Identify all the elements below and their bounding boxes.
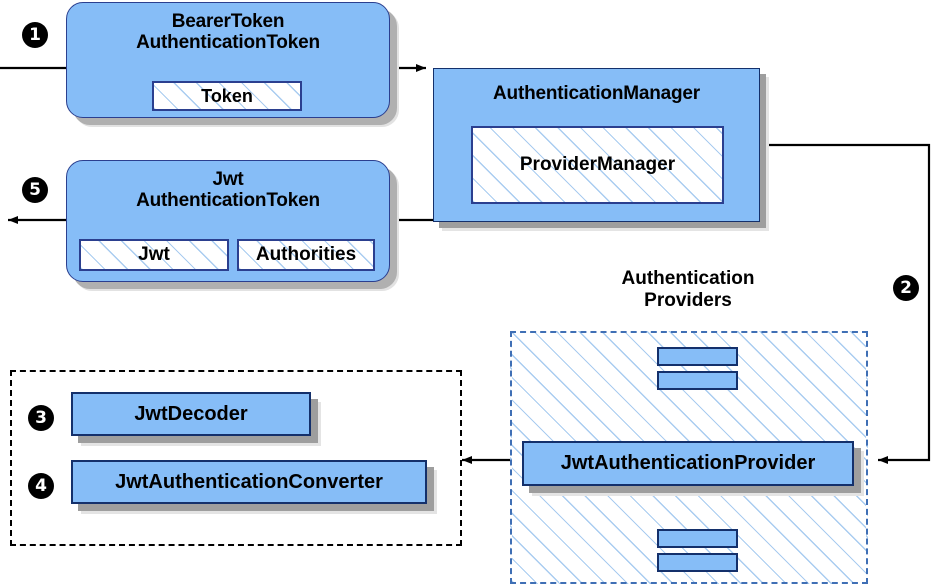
other-provider-bar-top-1[interactable]: [657, 347, 738, 366]
step-marker-5: 5: [22, 177, 48, 203]
bearer-token-card-title-line2: AuthenticationToken: [136, 32, 320, 54]
jwt-authentication-provider-box[interactable]: JwtAuthenticationProvider: [522, 441, 854, 486]
other-provider-bar-top-2[interactable]: [657, 371, 738, 390]
jwt-field-box: Jwt: [79, 239, 229, 271]
bearer-token-card-title-line1: BearerToken: [171, 11, 285, 32]
authentication-providers-title: Authentication Providers: [568, 268, 808, 313]
authentication-providers-title-line2: Providers: [644, 290, 732, 312]
step-marker-4: 4: [28, 473, 54, 499]
authentication-providers-title-line1: Authentication: [621, 268, 755, 289]
jwt-decoder-label: JwtDecoder: [134, 402, 248, 425]
jwt-authentication-provider-label: JwtAuthenticationProvider: [560, 452, 816, 474]
jwt-support-components-panel: [10, 370, 462, 546]
authentication-manager-box[interactable]: AuthenticationManager ProviderManager: [433, 68, 760, 222]
other-provider-bar-bottom-2[interactable]: [657, 553, 738, 572]
step-marker-1: 1: [22, 22, 48, 48]
authentication-manager-title: AuthenticationManager: [493, 83, 700, 104]
token-field-box: Token: [152, 81, 302, 111]
other-provider-bar-bottom-1[interactable]: [657, 529, 738, 548]
step-marker-2: 2: [893, 275, 919, 301]
jwt-authentication-token-card[interactable]: Jwt AuthenticationToken Jwt Authorities: [66, 160, 390, 282]
jwt-token-card-title-line1: Jwt: [212, 169, 244, 190]
jwt-authentication-converter-box[interactable]: JwtAuthenticationConverter: [71, 460, 427, 504]
jwt-token-card-title: Jwt AuthenticationToken: [67, 169, 389, 212]
authorities-field-box: Authorities: [237, 239, 375, 271]
authentication-providers-panel: JwtAuthenticationProvider: [510, 331, 868, 584]
step-marker-3: 3: [28, 405, 54, 431]
jwt-decoder-box[interactable]: JwtDecoder: [71, 392, 311, 436]
jwt-token-card-title-line2: AuthenticationToken: [136, 190, 320, 212]
provider-manager-box: ProviderManager: [471, 126, 724, 204]
jwt-authentication-converter-label: JwtAuthenticationConverter: [115, 470, 383, 493]
bearer-token-card-title: BearerToken AuthenticationToken: [67, 11, 389, 54]
bearer-token-authentication-token-card[interactable]: BearerToken AuthenticationToken Token: [66, 2, 390, 118]
